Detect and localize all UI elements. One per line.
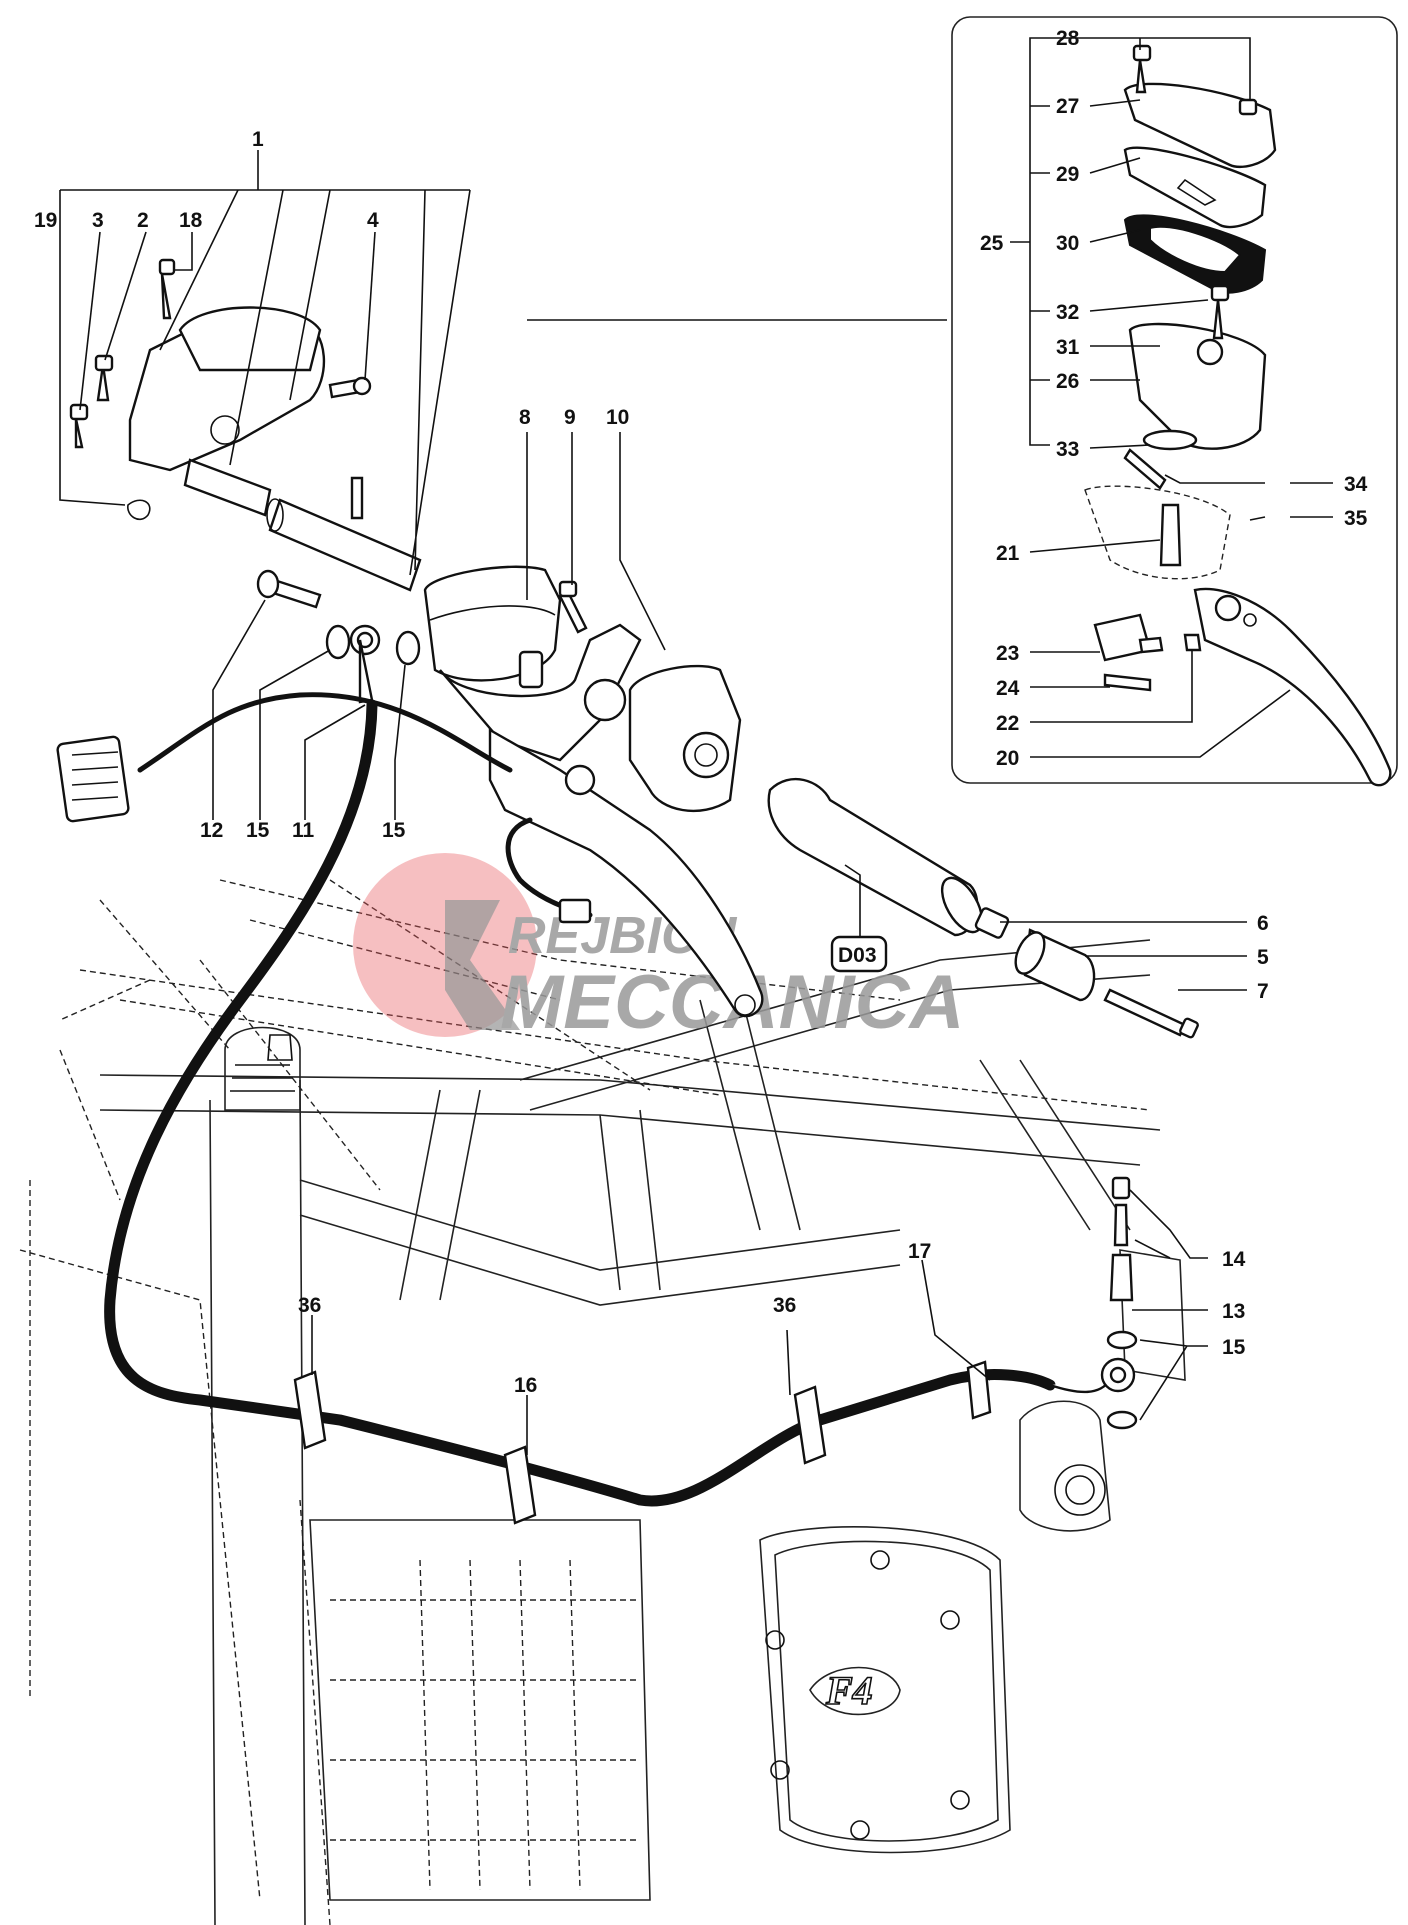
frame-and-engine-outline: F4: [19, 879, 1186, 1925]
callout-36a: 36: [298, 1294, 321, 1317]
callout-19: 19: [34, 209, 57, 232]
callout-12: 12: [200, 819, 223, 842]
reference-badge-frame: [830, 935, 888, 973]
callout-24: 24: [996, 677, 1020, 700]
reference-badge-label: D03: [838, 944, 877, 967]
callout-10: 10: [606, 406, 629, 429]
callout-4: 4: [367, 209, 379, 232]
callout-7: 7: [1257, 980, 1269, 1003]
reservoir-inset: [951, 16, 1398, 787]
callout-31: 31: [1056, 336, 1080, 359]
callout-13: 13: [1222, 1300, 1245, 1323]
callout-1: 1: [252, 128, 264, 151]
callout-8: 8: [519, 406, 531, 429]
engine-logo-text: F4: [825, 1668, 873, 1713]
leader-lines: [59, 37, 1291, 1455]
callout-16: 16: [514, 1374, 537, 1397]
callout-22: 22: [996, 712, 1019, 735]
callout-34: 34: [1344, 473, 1368, 496]
callout-15b: 15: [382, 819, 406, 842]
callout-2: 2: [137, 209, 149, 232]
callout-28: 28: [1056, 27, 1080, 50]
brake-hose: [104, 699, 1056, 1507]
callout-5: 5: [1257, 946, 1269, 969]
callout-15c: 15: [1222, 1336, 1246, 1359]
callout-20: 20: [996, 747, 1019, 770]
watermark-k-mark: [445, 900, 520, 1030]
callout-15a: 15: [246, 819, 270, 842]
callout-33: 33: [1056, 438, 1079, 461]
callout-36b: 36: [773, 1294, 796, 1317]
callout-3: 3: [92, 209, 104, 232]
callout-6: 6: [1257, 912, 1269, 935]
callout-9: 9: [564, 406, 576, 429]
callout-29: 29: [1056, 163, 1079, 186]
callout-27: 27: [1056, 95, 1079, 118]
callout-32: 32: [1056, 301, 1079, 324]
callout-18: 18: [179, 209, 203, 232]
callout-35: 35: [1344, 507, 1368, 530]
callout-numbers: 1 19 3 2 18 4 8 9 10 12 15 11 15 6 5 7 1…: [34, 27, 1368, 1397]
callout-21: 21: [996, 542, 1020, 565]
callout-30: 30: [1056, 232, 1079, 255]
callout-14: 14: [1222, 1248, 1246, 1271]
lever-assembly: D03: [56, 258, 1199, 1525]
callout-17: 17: [908, 1240, 931, 1263]
callout-26: 26: [1056, 370, 1079, 393]
callout-11: 11: [292, 819, 315, 842]
callout-23: 23: [996, 642, 1019, 665]
callout-25: 25: [980, 232, 1004, 255]
